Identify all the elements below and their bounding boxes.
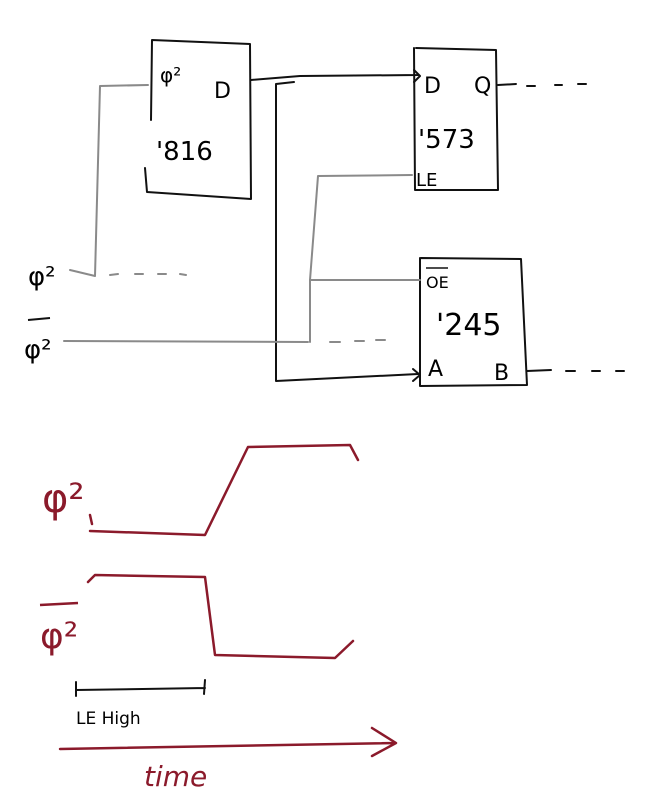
wire-phi2-bar [63, 339, 386, 343]
time-label: time [144, 760, 207, 793]
waveform-phi2-bar [86, 573, 355, 660]
chip-245-label: '245 [436, 308, 502, 343]
chip-816-d-pin: D [214, 79, 231, 104]
waveform-phi2-bar-overbar [39, 601, 79, 607]
waveform-phi2 [88, 443, 360, 537]
chip-573-box [413, 47, 499, 191]
chip-816-label: '816 [156, 137, 213, 167]
phi2-bar-overbar [27, 317, 51, 321]
chip-245-b-pin: B [494, 361, 509, 386]
chip-816-clk-pin: φ² [160, 63, 181, 87]
waveform-phi2-bar-label: φ² [40, 616, 78, 657]
wire-d-to-a [275, 81, 421, 382]
chip-245-box [419, 257, 528, 387]
chip-573-d-pin: D [424, 74, 441, 99]
chip-245-oe-pin: OE [426, 273, 449, 292]
wire-phi2 [69, 84, 187, 277]
chip-573-q-pin: Q [474, 74, 491, 99]
chip-573-le-pin: LE [416, 170, 437, 191]
wire-q-out [497, 83, 587, 87]
chip-816-box [144, 39, 252, 200]
waveform-phi2-label: φ² [42, 476, 84, 522]
le-high-bracket [75, 679, 206, 697]
wire-b-out [526, 369, 625, 372]
le-high-label: LE High [76, 709, 141, 729]
wire-d-bus [250, 69, 421, 83]
signal-phi2-label: φ² [28, 262, 56, 292]
chip-245-a-pin: A [428, 357, 443, 382]
signal-phi2-bar-label: φ² [24, 335, 52, 365]
chip-573-label: '573 [418, 125, 475, 155]
time-arrow [58, 726, 398, 758]
wire-le [309, 174, 413, 343]
